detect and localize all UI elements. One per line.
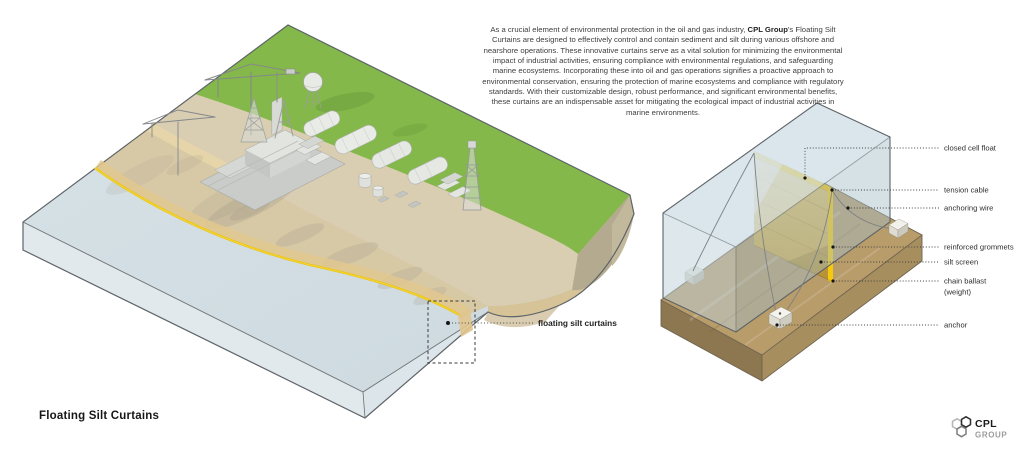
label-anchoring-wire: anchoring wire <box>944 204 993 213</box>
curtain-edge-strip <box>828 188 833 283</box>
logo-text-cpl: CPL <box>975 418 997 430</box>
grass-shadow <box>315 91 375 113</box>
terrain-block <box>22 24 635 419</box>
curtain-float-highlight <box>94 167 464 318</box>
page-title: Floating Silt Curtains <box>39 410 160 422</box>
site-overview-illustration: floating silt curtains <box>22 24 635 419</box>
label-chain-ballast-weight: (weight) <box>944 288 971 297</box>
leader-dots <box>775 176 850 327</box>
curtain-callout: floating silt curtains <box>427 300 617 364</box>
submerged-beach <box>95 127 488 317</box>
hangar-buildings <box>303 110 448 185</box>
sediment-layer <box>484 305 560 328</box>
ballast-edge <box>753 244 832 282</box>
label-anchor: anchor <box>944 321 968 330</box>
label-closed-cell-float: closed cell float <box>944 144 997 153</box>
curtain-detail-diagram: closed cell float tension cable anchorin… <box>660 102 1014 382</box>
lattice-tower <box>240 96 268 143</box>
intro-paragraph: As a crucial element of environmental pr… <box>481 25 845 118</box>
detail-callouts: closed cell float tension cable anchorin… <box>775 144 1014 330</box>
brand-name: CPL Group <box>747 25 788 34</box>
cpl-group-logo: CPL GROUP <box>951 415 1007 440</box>
intro-text-after: 's Floating Silt Curtains are designed t… <box>482 25 844 117</box>
logo-text-group: GROUP <box>975 431 1007 440</box>
leader-lines <box>777 147 939 326</box>
callout-label: floating silt curtains <box>538 318 617 328</box>
callout-dashed-box <box>427 300 476 364</box>
anchor-block-right <box>888 218 909 239</box>
slab-outline <box>22 24 635 419</box>
label-reinforced-grommets: reinforced grommets <box>944 243 1014 252</box>
slab-front-left-face <box>23 222 365 418</box>
label-silt-screen: silt screen <box>944 258 978 267</box>
anchor-block-front <box>768 306 793 330</box>
intro-text-before: As a crucial element of environmental pr… <box>490 25 748 34</box>
vehicles <box>377 190 422 208</box>
callout-dot <box>446 321 450 325</box>
a-frame-derrick <box>274 99 294 139</box>
label-chain-ballast: chain ballast <box>944 277 987 286</box>
water-volume <box>662 102 891 333</box>
processing-platform <box>199 71 346 211</box>
industrial-facility <box>142 63 482 230</box>
anchoring-wires <box>692 152 895 319</box>
cpl-logo-hexagons-icon <box>951 415 972 438</box>
grass-shadow <box>392 123 428 137</box>
curtain-skirt <box>95 160 468 317</box>
label-tension-cable: tension cable <box>944 186 989 195</box>
storage-tanks <box>358 173 384 198</box>
tower-crane <box>142 109 216 176</box>
drilling-derrick <box>462 140 482 211</box>
water-tower <box>303 72 323 109</box>
slab-corner-edge <box>362 391 366 419</box>
